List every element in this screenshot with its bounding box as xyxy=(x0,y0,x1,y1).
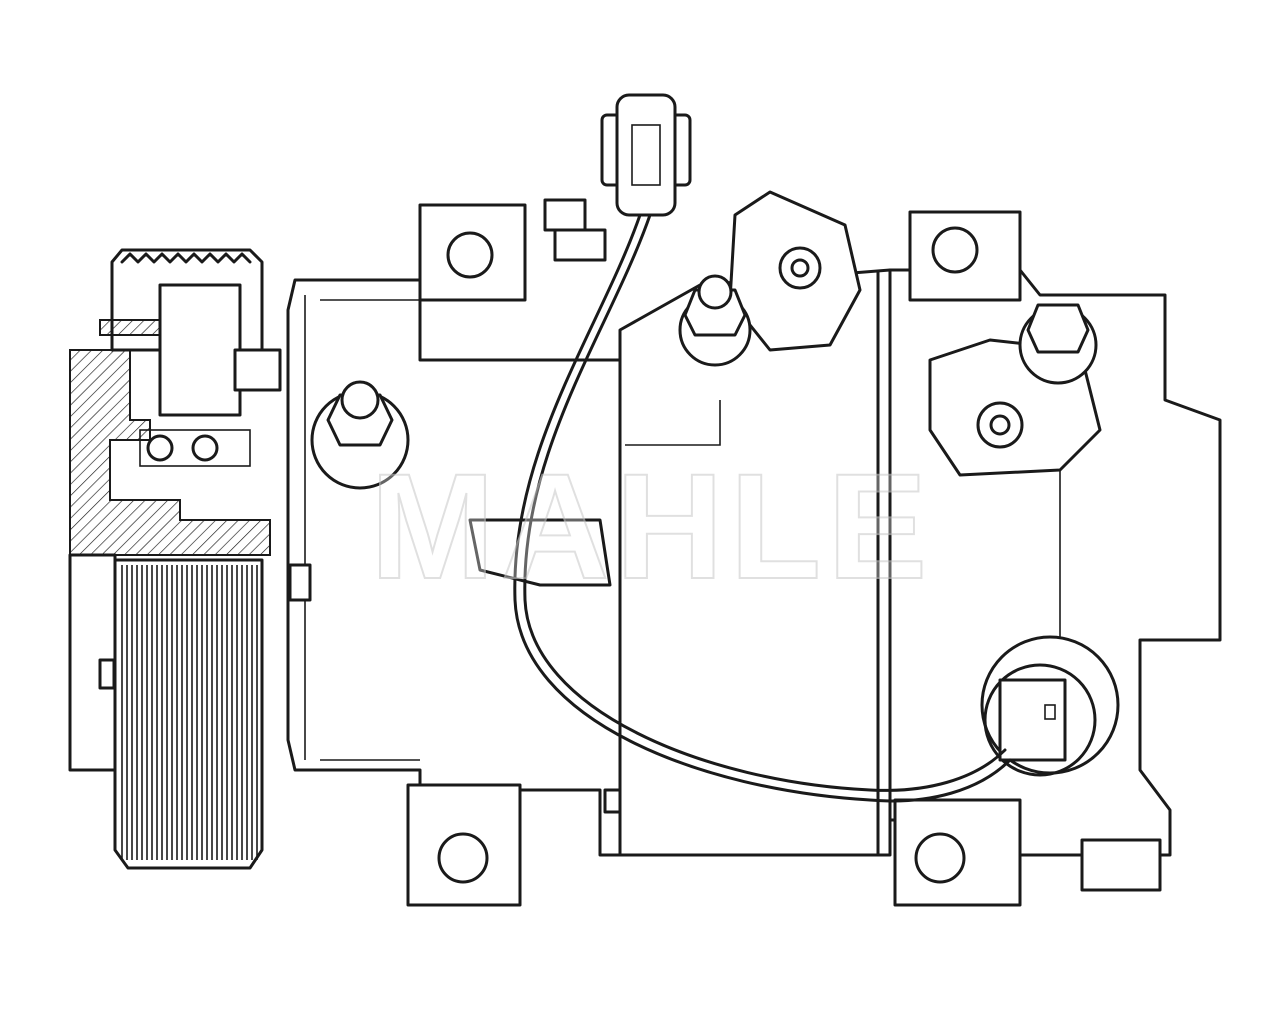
mahle-watermark: MAHLE xyxy=(370,442,933,610)
front-housing xyxy=(286,198,662,907)
pulley-grooves xyxy=(121,565,258,860)
rear-head xyxy=(888,210,1222,907)
electrical-connector xyxy=(513,93,1012,803)
pulley-assembly xyxy=(68,248,282,870)
middle-body xyxy=(618,190,892,857)
